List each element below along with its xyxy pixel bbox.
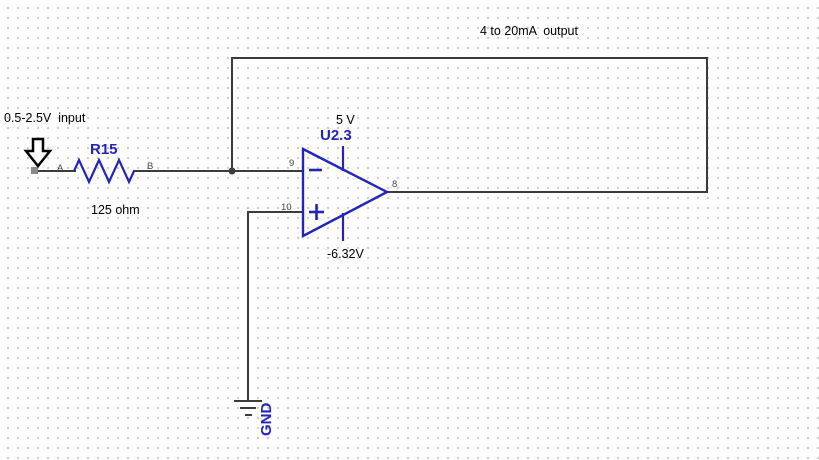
resistor-refdes[interactable]: R15: [90, 141, 118, 158]
wire-junction-dot: [228, 167, 236, 175]
wire-input-right[interactable]: [133, 170, 303, 172]
input-terminal-pad[interactable]: [31, 167, 38, 174]
resistor-pin-b-label: B: [147, 161, 154, 172]
opamp-refdes[interactable]: U2.3: [320, 127, 352, 144]
opamp-pin9-label: 9: [289, 158, 295, 169]
input-arrow-icon[interactable]: [23, 137, 53, 169]
wire-noninverting-horizontal[interactable]: [247, 211, 303, 213]
wire-feedback-right-vertical[interactable]: [706, 57, 708, 193]
output-annotation[interactable]: 4 to 20mA output: [480, 24, 578, 38]
ground-symbol-bar3[interactable]: [245, 414, 252, 416]
opamp-vplus-label[interactable]: 5 V: [336, 113, 355, 127]
ground-symbol-bar1[interactable]: [234, 400, 262, 402]
opamp-pin8-label: 8: [392, 179, 398, 190]
wire-output[interactable]: [385, 191, 708, 193]
opamp-pin10-label: 10: [281, 202, 292, 213]
wire-feedback-left-vertical[interactable]: [231, 57, 233, 172]
input-annotation[interactable]: 0.5-2.5V input: [4, 111, 86, 125]
ground-symbol-bar2[interactable]: [240, 407, 256, 409]
ground-label[interactable]: GND: [258, 402, 275, 436]
opamp-symbol[interactable]: [301, 147, 390, 238]
wire-ground-vertical[interactable]: [247, 211, 249, 401]
wire-input-left[interactable]: [36, 170, 76, 172]
resistor-value[interactable]: 125 ohm: [91, 203, 140, 217]
opamp-vminus-label[interactable]: -6.32V: [327, 247, 364, 261]
resistor-pin-a-label: A: [57, 163, 64, 174]
resistor-symbol[interactable]: [72, 157, 136, 185]
wire-feedback-top[interactable]: [231, 57, 708, 59]
